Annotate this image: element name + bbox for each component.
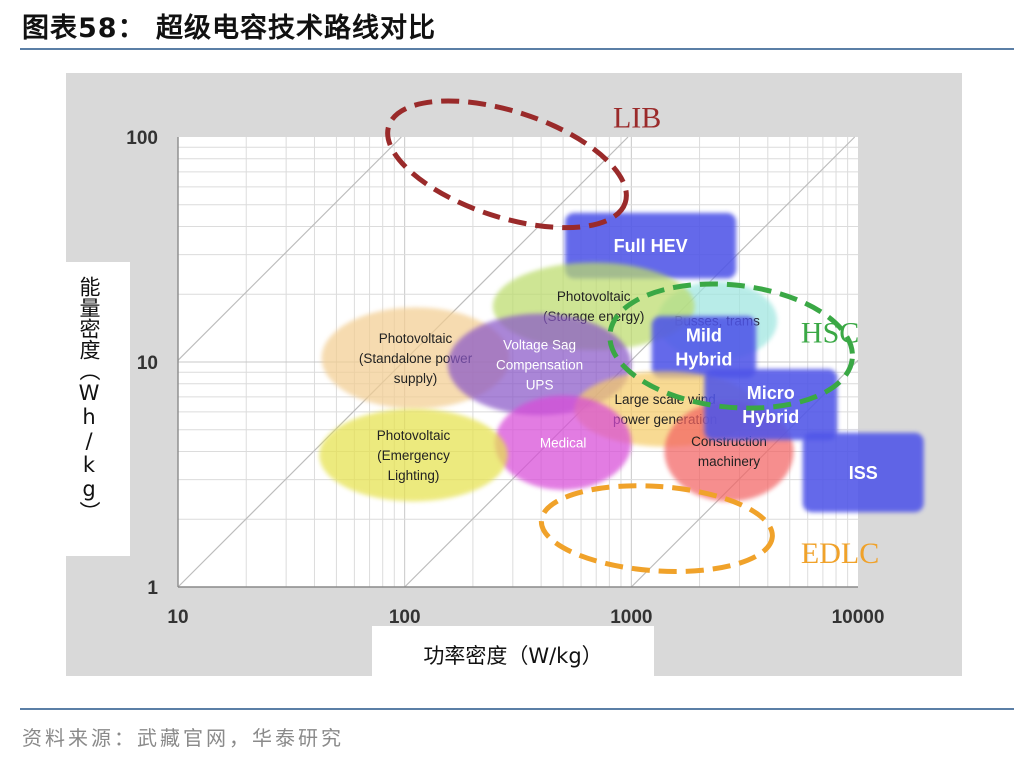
x-axis-label-box bbox=[372, 626, 654, 676]
technology-region-edlc bbox=[538, 483, 775, 574]
application-label-line: Micro bbox=[747, 383, 795, 403]
application-label-line: UPS bbox=[526, 377, 554, 392]
axes bbox=[177, 137, 858, 588]
application-label-line: Lighting) bbox=[388, 468, 440, 483]
y-tick-label: 100 bbox=[126, 128, 158, 149]
application-region-shape bbox=[319, 408, 508, 502]
application-label: Full HEV bbox=[614, 236, 688, 256]
x-tick-label: 100 bbox=[389, 607, 421, 628]
application-label: Photovoltaic (Standalone power supply) bbox=[359, 331, 473, 386]
application-label-line: Hybrid bbox=[742, 407, 799, 427]
x-axis-label: 功率密度（W/kg） bbox=[423, 644, 603, 668]
technology-label-hsc: HSC bbox=[801, 317, 859, 350]
application-label-line: (Standalone power bbox=[359, 351, 473, 366]
y-tick-label: 10 bbox=[137, 353, 158, 374]
tick-labels: 10 100 1000 10000 1 10 100 bbox=[126, 128, 884, 628]
technology-label-edlc: EDLC bbox=[801, 537, 879, 570]
application-label-line: Large scale wind bbox=[614, 392, 715, 407]
application-region-shape bbox=[565, 212, 737, 279]
application-iss: ISS bbox=[802, 432, 924, 513]
application-label-line: Photovoltaic bbox=[379, 331, 453, 346]
diagonal-guide-line bbox=[177, 136, 402, 361]
application-medical: Medical bbox=[494, 395, 632, 490]
application-region-shape bbox=[494, 395, 632, 490]
application-label-line: Medical bbox=[540, 436, 587, 451]
x-tick-label: 10000 bbox=[832, 607, 885, 628]
technology-region-hsc bbox=[607, 281, 855, 411]
application-label-line: Full HEV bbox=[614, 236, 688, 256]
x-tick-label: 10 bbox=[167, 607, 188, 628]
application-full-hev: Full HEV bbox=[565, 212, 737, 279]
application-label-line: Mild bbox=[686, 325, 722, 345]
application-regions: Full HEVBusses, tramsPhotovoltaic(Storag… bbox=[319, 212, 924, 513]
y-tick-label: 1 bbox=[147, 578, 158, 599]
x-tick-label: 1000 bbox=[610, 607, 652, 628]
y-axis-label-box bbox=[66, 262, 130, 556]
bottom-rule bbox=[20, 708, 1014, 710]
application-label-line: ISS bbox=[849, 463, 878, 483]
application-label-line: Compensation bbox=[496, 357, 583, 372]
technology-regions: LIB HSC EDLC bbox=[385, 98, 879, 574]
application-label-line: Hybrid bbox=[675, 349, 732, 369]
application-region-shape bbox=[651, 316, 757, 378]
technology-label-lib: LIB bbox=[613, 102, 661, 135]
application-label-line: Photovoltaic bbox=[377, 428, 451, 443]
figure-title: 图表58： 超级电容技术路线对比 bbox=[22, 13, 436, 44]
application-label: ISS bbox=[849, 463, 878, 483]
application-label-line: Voltage Sag bbox=[503, 337, 576, 352]
y-axis-label: 能量密度（Wh/kg） bbox=[77, 276, 101, 522]
top-rule bbox=[20, 48, 1014, 50]
application-label-line: supply) bbox=[394, 371, 438, 386]
application-label-line: Photovoltaic bbox=[557, 289, 631, 304]
source-note: 资料来源：武藏官网，华泰研究 bbox=[22, 726, 344, 750]
application-region-shape bbox=[802, 432, 924, 513]
application-region-shape bbox=[447, 313, 632, 416]
technology-region-lib bbox=[385, 98, 629, 231]
application-region-shape bbox=[704, 369, 838, 441]
application-label: Medical bbox=[540, 436, 587, 451]
application-label-line: machinery bbox=[698, 454, 761, 469]
application-label-line: (Emergency bbox=[377, 448, 450, 463]
